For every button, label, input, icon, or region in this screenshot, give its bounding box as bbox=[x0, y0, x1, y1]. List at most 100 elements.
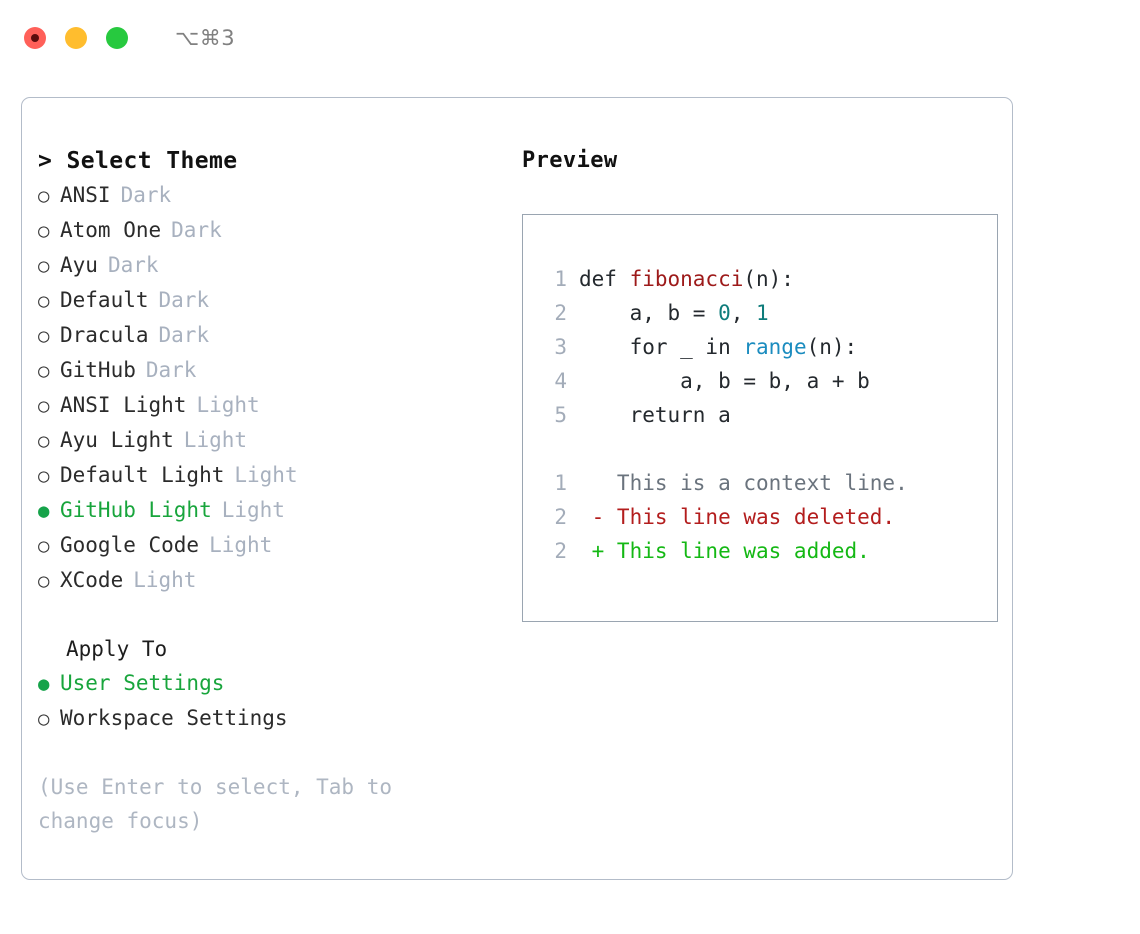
radio-unselected-icon: ○ bbox=[38, 465, 50, 487]
close-icon bbox=[31, 34, 39, 42]
theme-option-variant: Light bbox=[221, 498, 285, 522]
radio-unselected-icon: ○ bbox=[38, 325, 50, 347]
code-line: 2 + This line was added. bbox=[545, 534, 997, 568]
theme-option-variant: Dark bbox=[158, 288, 210, 312]
line-number: 2 bbox=[554, 505, 567, 529]
diff-sample: 1 This is a context line.2 - This line w… bbox=[545, 466, 997, 568]
radio-unselected-icon: ○ bbox=[38, 708, 50, 730]
minimize-button[interactable] bbox=[65, 27, 87, 49]
theme-option-google-code[interactable]: ○ Google Code Light bbox=[38, 528, 501, 563]
theme-option-dracula[interactable]: ○ Dracula Dark bbox=[38, 318, 501, 353]
apply-to-option-label: User Settings bbox=[60, 671, 225, 695]
theme-option-ansi[interactable]: ○ ANSI Dark bbox=[38, 178, 501, 213]
code-token-plain: , bbox=[730, 301, 757, 325]
theme-option-variant: Dark bbox=[171, 218, 222, 242]
radio-unselected-icon: ○ bbox=[38, 570, 50, 592]
theme-option-atom-one[interactable]: ○ Atom One Dark bbox=[38, 213, 501, 248]
line-number: 1 bbox=[554, 471, 567, 495]
section-spacer bbox=[38, 598, 501, 632]
code-line: 3 for _ in range(n): bbox=[545, 330, 997, 364]
code-line: 2 - This line was deleted. bbox=[545, 500, 997, 534]
theme-option-variant: Dark bbox=[107, 253, 159, 277]
theme-option-variant: Light bbox=[183, 428, 248, 452]
theme-option-default[interactable]: ○ Default Dark bbox=[38, 283, 501, 318]
theme-option-label: Google Code bbox=[60, 533, 200, 557]
code-token-del: - This line was deleted. bbox=[579, 505, 896, 529]
theme-option-ayu-light[interactable]: ○ Ayu Light Light bbox=[38, 423, 501, 458]
hint-spacer bbox=[38, 736, 501, 770]
code-token-num: 0 bbox=[718, 301, 731, 325]
code-token-plain: return a bbox=[579, 403, 731, 427]
line-number: 5 bbox=[554, 403, 567, 427]
code-line: 2 a, b = 0, 1 bbox=[545, 296, 997, 330]
radio-unselected-icon: ○ bbox=[38, 360, 50, 382]
keyboard-shortcut-label: ⌥⌘3 bbox=[175, 26, 236, 50]
radio-selected-icon: ● bbox=[38, 673, 50, 695]
line-number: 2 bbox=[554, 539, 567, 563]
code-token-plain: a, b = b, a + b bbox=[579, 369, 870, 393]
line-number: 1 bbox=[554, 267, 567, 291]
code-diff-spacer bbox=[545, 432, 997, 466]
line-number: 2 bbox=[554, 301, 567, 325]
code-token-add: + This line was added. bbox=[579, 539, 870, 563]
theme-option-variant: Light bbox=[234, 463, 298, 487]
radio-unselected-icon: ○ bbox=[38, 535, 50, 557]
code-token-plain: (n): bbox=[743, 267, 794, 291]
keyboard-hint: (Use Enter to select, Tab to change focu… bbox=[38, 775, 405, 833]
page-title: > Select Theme bbox=[38, 148, 238, 174]
theme-option-ayu[interactable]: ○ Ayu Dark bbox=[38, 248, 501, 283]
theme-option-variant: Dark bbox=[145, 358, 197, 382]
theme-option-label: GitHub Light bbox=[60, 498, 212, 522]
apply-to-title: Apply To bbox=[66, 637, 168, 661]
apply-to-list[interactable]: ● User Settings ○ Workspace Settings bbox=[38, 666, 501, 736]
radio-unselected-icon: ○ bbox=[38, 255, 50, 277]
apply-to-option-workspace-settings[interactable]: ○ Workspace Settings bbox=[38, 701, 501, 736]
code-token-func: fibonacci bbox=[629, 267, 744, 291]
theme-option-label: Default Light bbox=[60, 463, 225, 487]
theme-option-label: ANSI bbox=[60, 183, 111, 207]
code-token-builtin: range bbox=[743, 335, 807, 359]
maximize-button[interactable] bbox=[106, 27, 128, 49]
line-number: 4 bbox=[554, 369, 567, 393]
code-token-ctx: This is a context line. bbox=[579, 471, 908, 495]
code-token-num: 1 bbox=[756, 301, 769, 325]
radio-unselected-icon: ○ bbox=[38, 185, 50, 207]
radio-unselected-icon: ○ bbox=[38, 395, 50, 417]
code-token-plain: a, b = bbox=[579, 301, 719, 325]
theme-option-label: Atom One bbox=[60, 218, 162, 242]
theme-option-default-light[interactable]: ○ Default Light Light bbox=[38, 458, 501, 493]
code-line: 4 a, b = b, a + b bbox=[545, 364, 997, 398]
theme-option-label: Ayu Light bbox=[60, 428, 174, 452]
theme-option-label: Dracula bbox=[60, 323, 149, 347]
theme-option-variant: Light bbox=[209, 533, 273, 557]
theme-option-label: XCode bbox=[60, 568, 124, 592]
theme-option-label: Ayu bbox=[60, 253, 98, 277]
radio-unselected-icon: ○ bbox=[38, 220, 50, 242]
radio-unselected-icon: ○ bbox=[38, 290, 50, 312]
title-bar: ⌥⌘3 bbox=[0, 0, 1140, 76]
apply-to-option-label: Workspace Settings bbox=[60, 706, 288, 730]
radio-unselected-icon: ○ bbox=[38, 430, 50, 452]
theme-option-label: Default bbox=[60, 288, 149, 312]
theme-option-variant: Dark bbox=[120, 183, 172, 207]
theme-option-variant: Dark bbox=[158, 323, 210, 347]
preview-title: Preview bbox=[522, 148, 618, 173]
apply-to-option-user-settings[interactable]: ● User Settings bbox=[38, 666, 501, 701]
code-token-plain: (n): bbox=[806, 335, 858, 359]
code-line: 1 This is a context line. bbox=[545, 466, 997, 500]
close-button[interactable] bbox=[24, 27, 46, 49]
code-token-plain: def bbox=[579, 267, 630, 291]
code-line: 5 return a bbox=[545, 398, 997, 432]
code-token-plain: for _ in bbox=[579, 335, 744, 359]
